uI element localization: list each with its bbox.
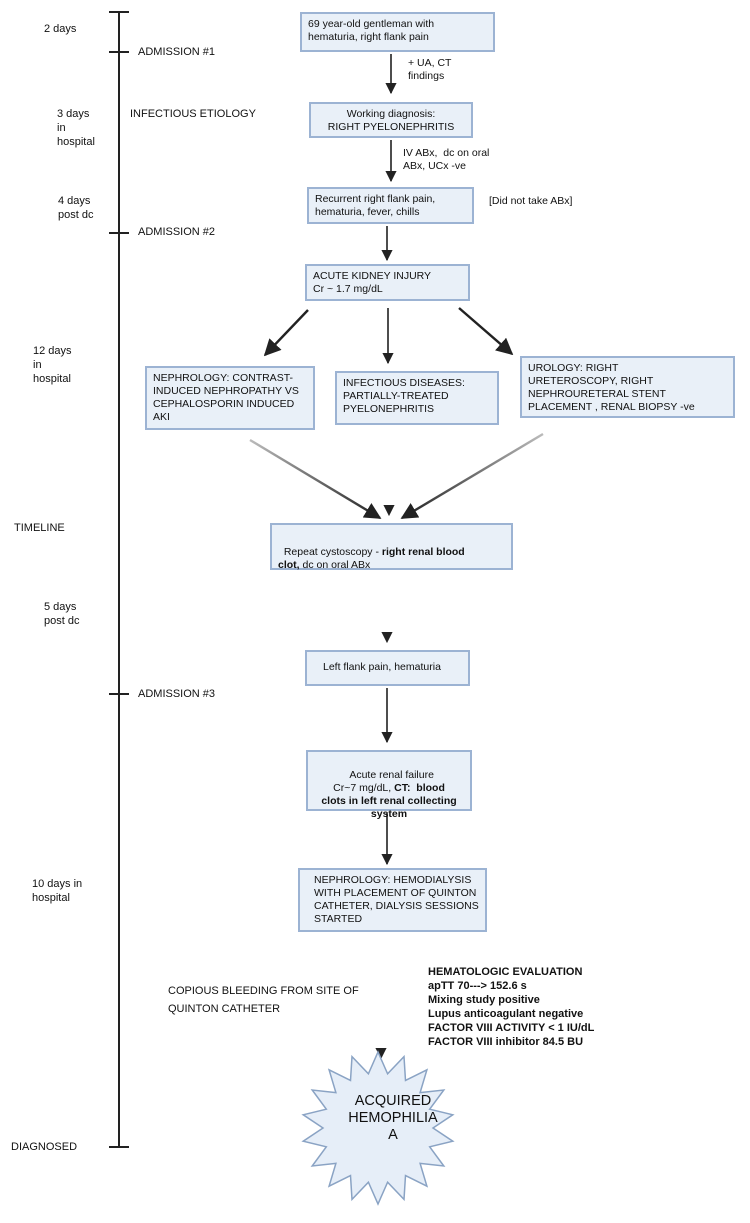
renal-failure-ct-text: CT: blood clots in left renal collecting… [321,782,457,820]
timeline-duration-4: 12 days in hospital [33,345,72,385]
hematologic-line: FACTOR VIII ACTIVITY < 1 IU/dL [428,1022,595,1034]
cystoscopy-text-bold: right renal blood clot, [278,546,465,571]
timeline-axis [109,11,129,1148]
timeline-duration-1: 2 days [44,23,77,35]
box-recurrent-symptoms: Recurrent right flank pain, hematuria, f… [307,187,474,224]
box-left-flank-pain: Left flank pain, hematuria [305,650,470,686]
box-repeat-cystoscopy: Repeat cystoscopy - right renal blood cl… [270,523,513,571]
timeline-label: TIMELINE [14,522,65,534]
timeline-diagnosed: DIAGNOSED [11,1141,78,1153]
timeline-admission-1: ADMISSION #1 [138,46,216,58]
infectious-etiology-label: INFECTIOUS ETIOLOGY [130,108,256,120]
arrow-5-right [400,432,544,520]
box-acute-renal-failure: Acute renal failure Cr~7 mg/dL, CT: bloo… [306,750,472,820]
timeline-duration-6: 10 days in hospital [32,878,83,904]
diagnosis-starburst [301,1050,455,1206]
hematologic-line: Lupus anticoagulant negative [428,1008,584,1020]
timeline-duration-5: 5 days post dc [44,601,80,627]
box-hemodialysis: NEPHROLOGY: HEMODIALYSIS WITH PLACEMENT … [298,868,487,932]
annotation-antibiotics: IV ABx, dc on oral ABx, UCx -ve [403,147,490,172]
timeline-admission-2: ADMISSION #2 [138,226,216,238]
bleeding-note: COPIOUS BLEEDING FROM SITE OF QUINTON CA… [168,985,359,1015]
cystoscopy-text-1: Repeat cystoscopy - [283,546,382,558]
hematologic-line: HEMATOLOGIC EVALUATION [428,966,583,978]
box-urology: UROLOGY: RIGHT URETEROSCOPY, RIGHT NEPHR… [520,356,735,418]
diagnosis-line-1: ACQUIRED [354,1093,432,1109]
timeline-admission-3: ADMISSION #3 [138,688,216,700]
timeline-duration-3: 4 days post dc [58,195,94,221]
box-acute-kidney-injury: ACUTE KIDNEY INJURY Cr ~ 1.7 mg/dL [305,264,470,301]
diagnosis-line-3: A [388,1127,398,1143]
arrow-4-left [263,309,309,357]
arrow-5-left [249,438,382,520]
renal-failure-text: Acute renal failure Cr~7 mg/dL, [333,769,434,794]
cystoscopy-text-2: dc on oral ABx [299,559,371,571]
hematologic-evaluation: HEMATOLOGIC EVALUATION apTT 70---> 152.6… [428,965,594,1049]
box-infectious-diseases: INFECTIOUS DISEASES: PARTIALLY-TREATED P… [335,371,499,425]
hematologic-line: Mixing study positive [428,994,540,1006]
hematologic-line: FACTOR VIII inhibitor 84.5 BU [428,1036,584,1048]
box-presentation: 69 year-old gentleman with hematuria, ri… [300,12,495,52]
annotation-no-abx: [Did not take ABx] [489,195,573,207]
box-working-diagnosis: Working diagnosis: RIGHT PYELONEPHRITIS [309,102,473,138]
flow-arrows [249,54,544,1060]
hematologic-line: apTT 70---> 152.6 s [428,980,527,992]
arrow-4-right [458,307,514,356]
box-nephrology-1: NEPHROLOGY: CONTRAST- INDUCED NEPHROPATH… [145,366,315,430]
diagnosis-text: ACQUIRED HEMOPHILIA A [318,1093,468,1144]
diagnosis-line-2: HEMOPHILIA [348,1110,438,1126]
timeline-duration-2: 3 days in hospital [57,108,95,148]
annotation-ua-ct: + UA, CT findings [408,57,452,82]
